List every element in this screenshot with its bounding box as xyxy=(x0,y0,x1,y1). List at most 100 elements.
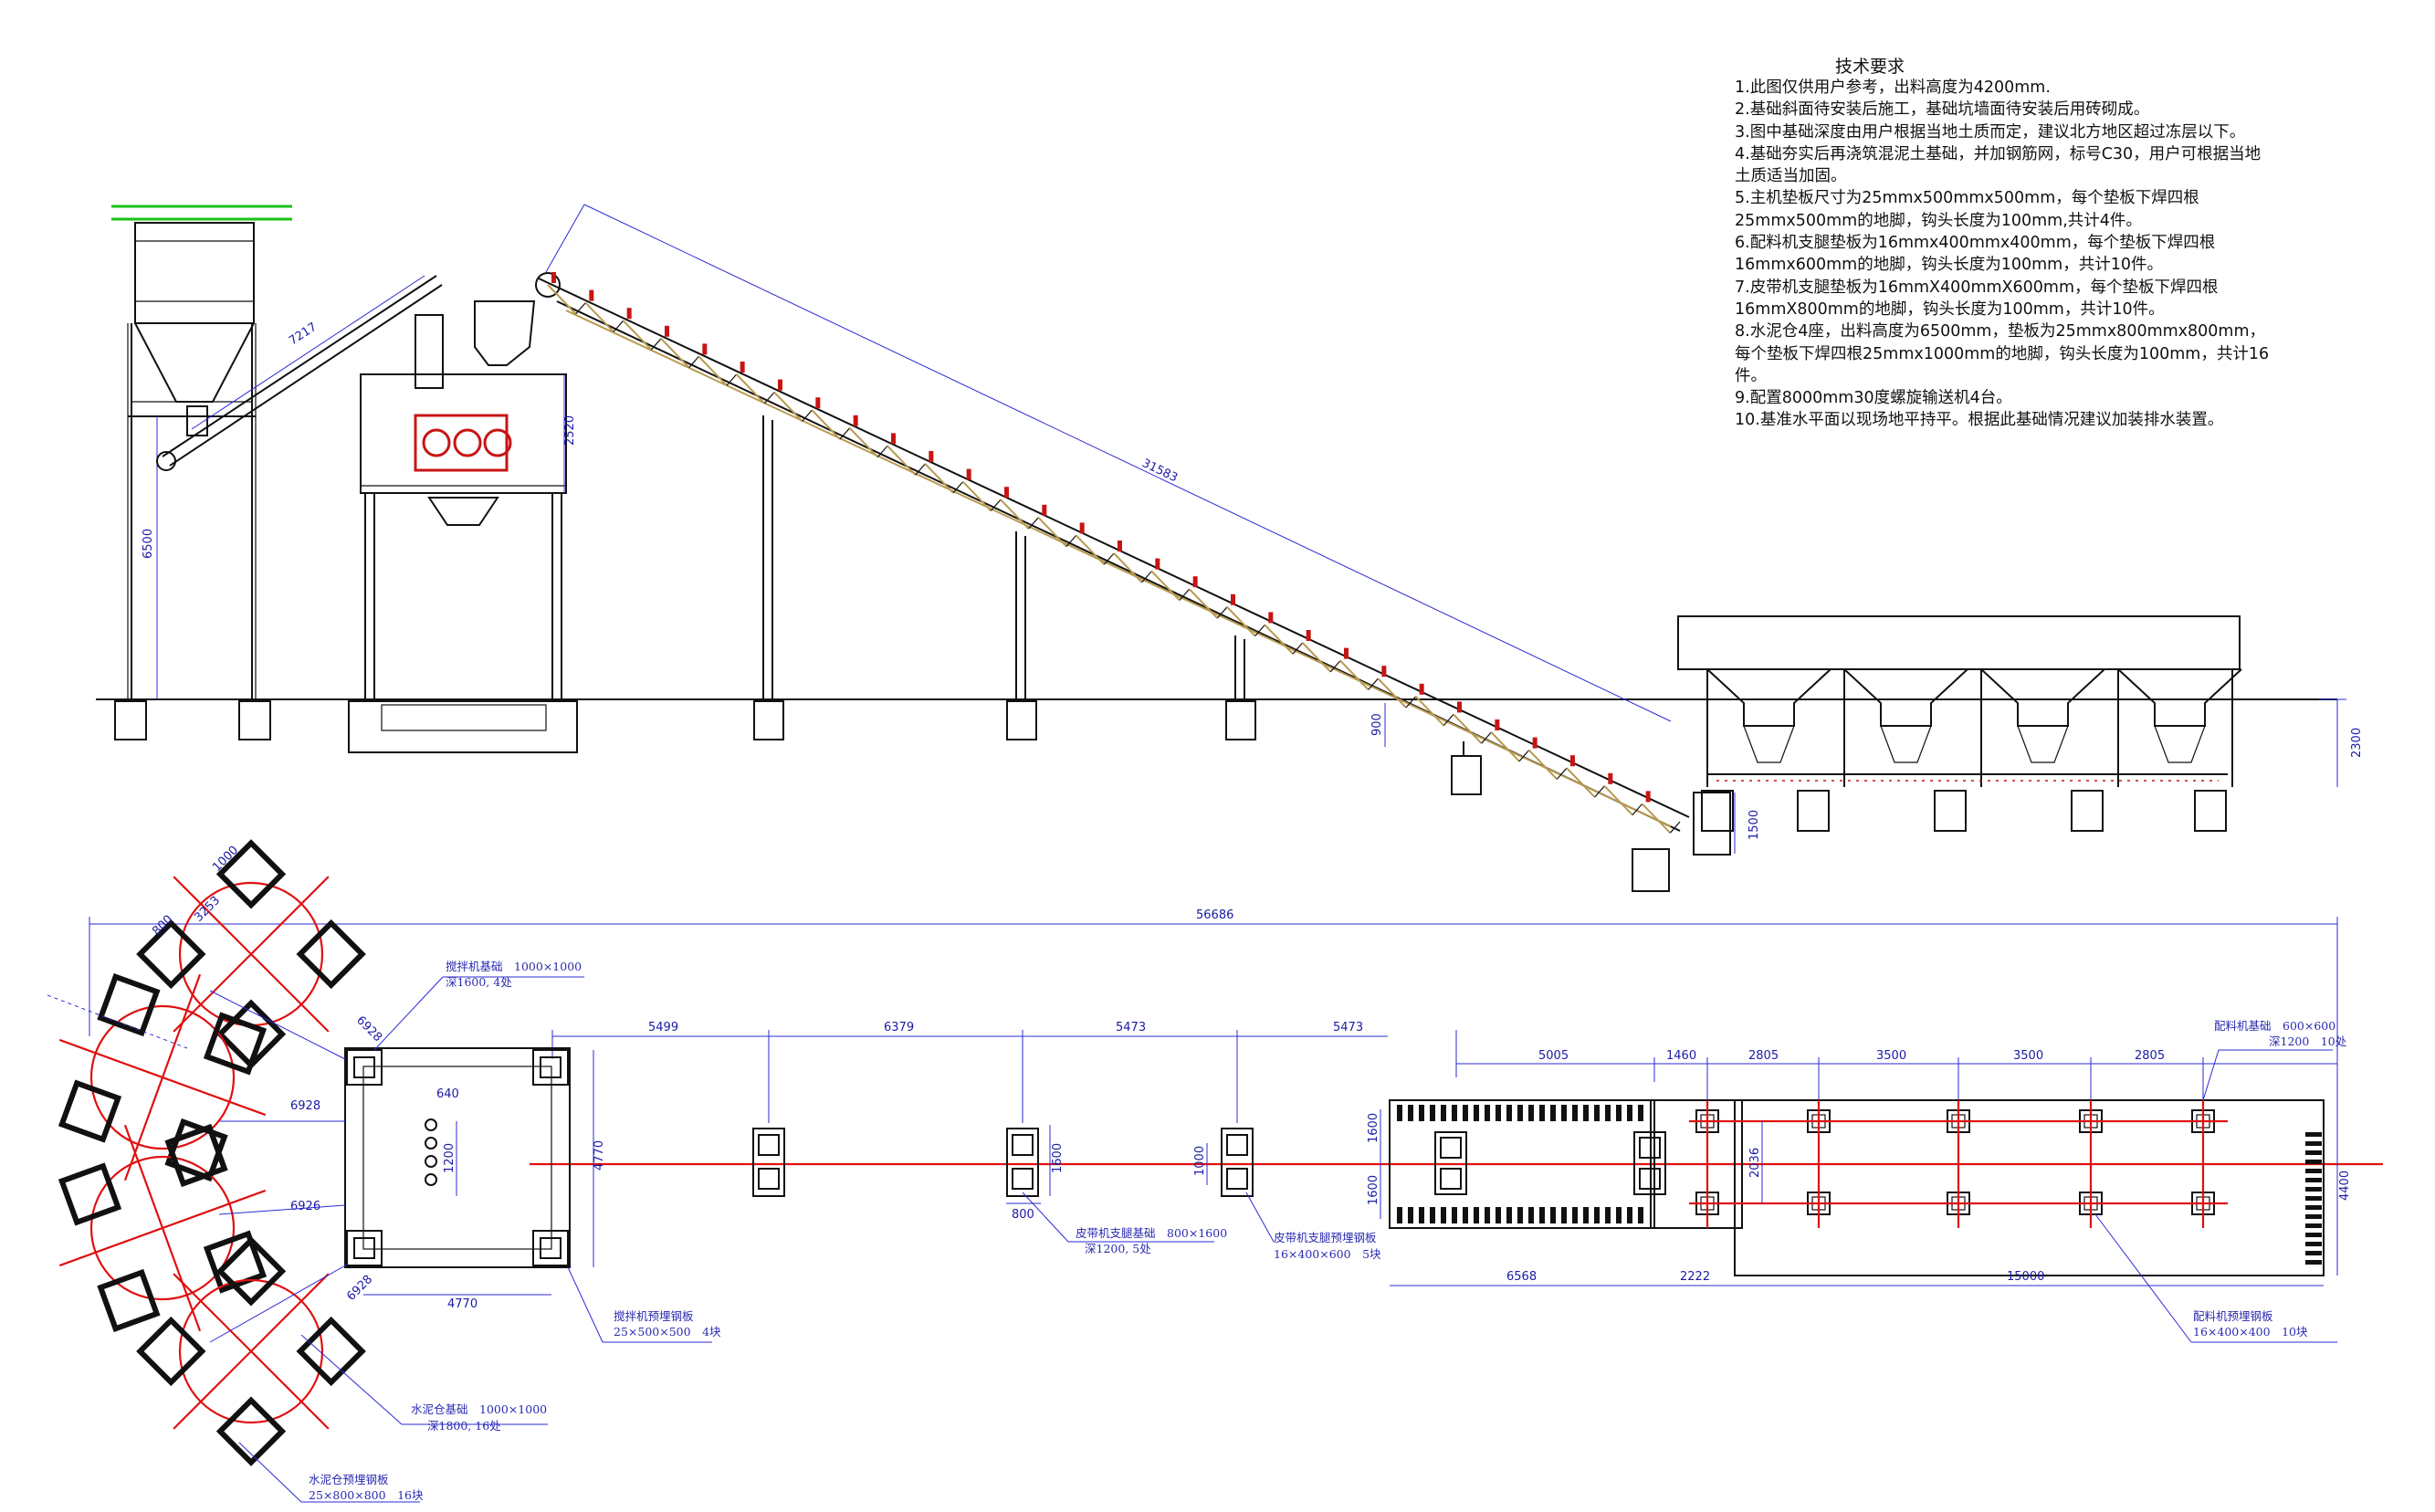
belt-roller xyxy=(966,468,971,480)
mixer-base-outline xyxy=(344,1047,571,1268)
truss-member xyxy=(735,373,766,404)
batcher-plan: 2036 4400 15000 配料机基础 600×600 深1200 10处 … xyxy=(1650,1019,2352,1343)
belt-pier-plate xyxy=(1226,1134,1248,1156)
silo-foundation xyxy=(238,700,271,740)
batcher-end-mark xyxy=(2305,1223,2322,1228)
mixer-weigh-hopper xyxy=(415,314,444,389)
silo-foundation-leader xyxy=(300,1334,403,1425)
belt-roller xyxy=(1381,666,1387,677)
batcher-foundation xyxy=(2194,790,2227,832)
batcher-end-mark xyxy=(2305,1178,2322,1182)
silo-body xyxy=(134,222,255,324)
pit-hatch-mark xyxy=(1430,1105,1435,1121)
pit-hatch-mark xyxy=(1594,1207,1600,1223)
belt-pier xyxy=(752,1128,785,1197)
pit-hatch-mark xyxy=(1408,1105,1413,1121)
plan-view: 56686 5499 6379 5473 5473 5005 1460 2805… xyxy=(47,839,2383,1503)
pit-hatch-mark xyxy=(1496,1207,1501,1223)
silo-dim-line xyxy=(218,1204,346,1215)
pier-width-label: 800 xyxy=(1012,1208,1034,1222)
mixer-pad xyxy=(532,1049,569,1086)
pit-hatch-mark xyxy=(1550,1207,1556,1223)
silo-pad xyxy=(215,839,287,909)
mixer-gear xyxy=(483,428,512,457)
mixer-hole-offset-label: 640 xyxy=(436,1087,459,1101)
belt-pier-plate xyxy=(1012,1134,1034,1156)
truss-member xyxy=(698,355,728,386)
pit-hatch-mark xyxy=(1441,1105,1446,1121)
belt-roller xyxy=(1192,576,1198,588)
batcher-end-mark xyxy=(2305,1169,2322,1173)
belt-roller xyxy=(1118,541,1122,551)
belt-pier xyxy=(1006,1128,1039,1197)
span-4-label: 5473 xyxy=(1333,1021,1363,1034)
belt-roller xyxy=(1645,791,1651,803)
belt-plate-title: 皮带机支腿预埋钢板 xyxy=(1274,1231,1377,1244)
batcher-span-4-label: 2805 xyxy=(2135,1049,2165,1063)
mixer-gear xyxy=(453,428,482,457)
tech-item: 10.基准水平面以现场地平持平。根据此基础情况建议加装排水装置。 xyxy=(1735,411,2224,430)
mixer-hole xyxy=(425,1137,437,1150)
mixer-hole xyxy=(425,1155,437,1168)
batcher-end-mark xyxy=(2305,1150,2322,1155)
belt-pier-label: 900 xyxy=(1370,713,1384,736)
pit-hatch-mark xyxy=(1474,1207,1479,1223)
pit-hatch-mark xyxy=(1408,1207,1413,1223)
mixer-platform: 2520 xyxy=(348,300,578,753)
silo-plate-spec: 25×800×800 16块 xyxy=(309,1488,424,1502)
truss-member xyxy=(887,445,917,476)
truss-member xyxy=(1443,714,1454,726)
batcher-foundation xyxy=(1701,790,1734,832)
batcher-hopper-gate xyxy=(1880,725,1932,763)
belt-roller xyxy=(1570,755,1575,767)
truss-member xyxy=(1518,750,1530,762)
mixer-drum xyxy=(414,414,509,472)
batcher-end-mark xyxy=(2305,1205,2322,1210)
mixer-frame xyxy=(360,373,567,494)
batcher-plate-spec: 16×400×400 10块 xyxy=(2193,1325,2308,1339)
mixer-plate-spec: 25×500×500 4块 xyxy=(614,1325,721,1339)
tech-item: 4.基础夯实后再浇筑混泥土基础，并加钢筋网，标号C30，用户可根据当地土质适当加… xyxy=(1735,144,2262,186)
belt-foundation xyxy=(753,700,784,740)
pit-hatch-mark xyxy=(1583,1207,1589,1223)
mixer-cement-hopper xyxy=(474,300,536,366)
truss-member xyxy=(1329,660,1341,673)
pit-hatch-mark xyxy=(1528,1105,1534,1121)
tech-item: 6.配料机支腿垫板为16mmx400mmx400mm，每个垫板下焊四根16mmx… xyxy=(1735,234,2216,275)
mixer-foundation xyxy=(348,700,578,753)
silo-axis xyxy=(123,973,202,1181)
tail-pit-plan: 1600 1600 6568 2222 xyxy=(1367,1099,1735,1286)
pit-hatch-mark xyxy=(1539,1105,1545,1121)
belt-roller xyxy=(1042,504,1047,516)
pit-hatch-mark xyxy=(1485,1105,1490,1121)
batcher-hoppers xyxy=(1706,668,2242,787)
batcher-foundation xyxy=(1934,790,1967,832)
truss-member xyxy=(1264,624,1294,655)
pit-hatch-mark xyxy=(1517,1105,1523,1121)
batcher-leg-spacing-label: 2036 xyxy=(1748,1148,1762,1178)
mixer-foundation-plan: 1200 640 4770 4770 搅拌机预埋钢板 25×500×500 4块… xyxy=(344,960,721,1343)
screw-motor xyxy=(156,451,176,471)
belt-roller xyxy=(1306,630,1311,641)
silo-pad xyxy=(97,972,161,1037)
belt-roller xyxy=(740,362,745,373)
batcher-hopper xyxy=(1843,668,1968,727)
batcher-hopper xyxy=(1706,668,1831,727)
pit-hatch-mark xyxy=(1638,1207,1643,1223)
truss-member xyxy=(1556,767,1568,780)
batcher-end-mark xyxy=(2305,1187,2322,1192)
mixer-plate xyxy=(540,1237,562,1259)
truss-member xyxy=(915,463,926,476)
silo-to-mixer-b-label: 6928 xyxy=(290,1099,320,1113)
silo-pad xyxy=(203,1012,268,1076)
pit-hatch-mark xyxy=(1463,1207,1468,1223)
truss-member xyxy=(924,463,954,494)
mixer-pad xyxy=(346,1049,383,1086)
belt-piers-plan xyxy=(752,1128,1254,1197)
pit-hatch-mark xyxy=(1616,1105,1622,1121)
tech-requirements-title: 技术要求 xyxy=(1835,57,1905,77)
silo-pad xyxy=(296,1316,366,1387)
truss-member xyxy=(1405,696,1417,709)
silo-height-label: 6500 xyxy=(142,529,155,559)
